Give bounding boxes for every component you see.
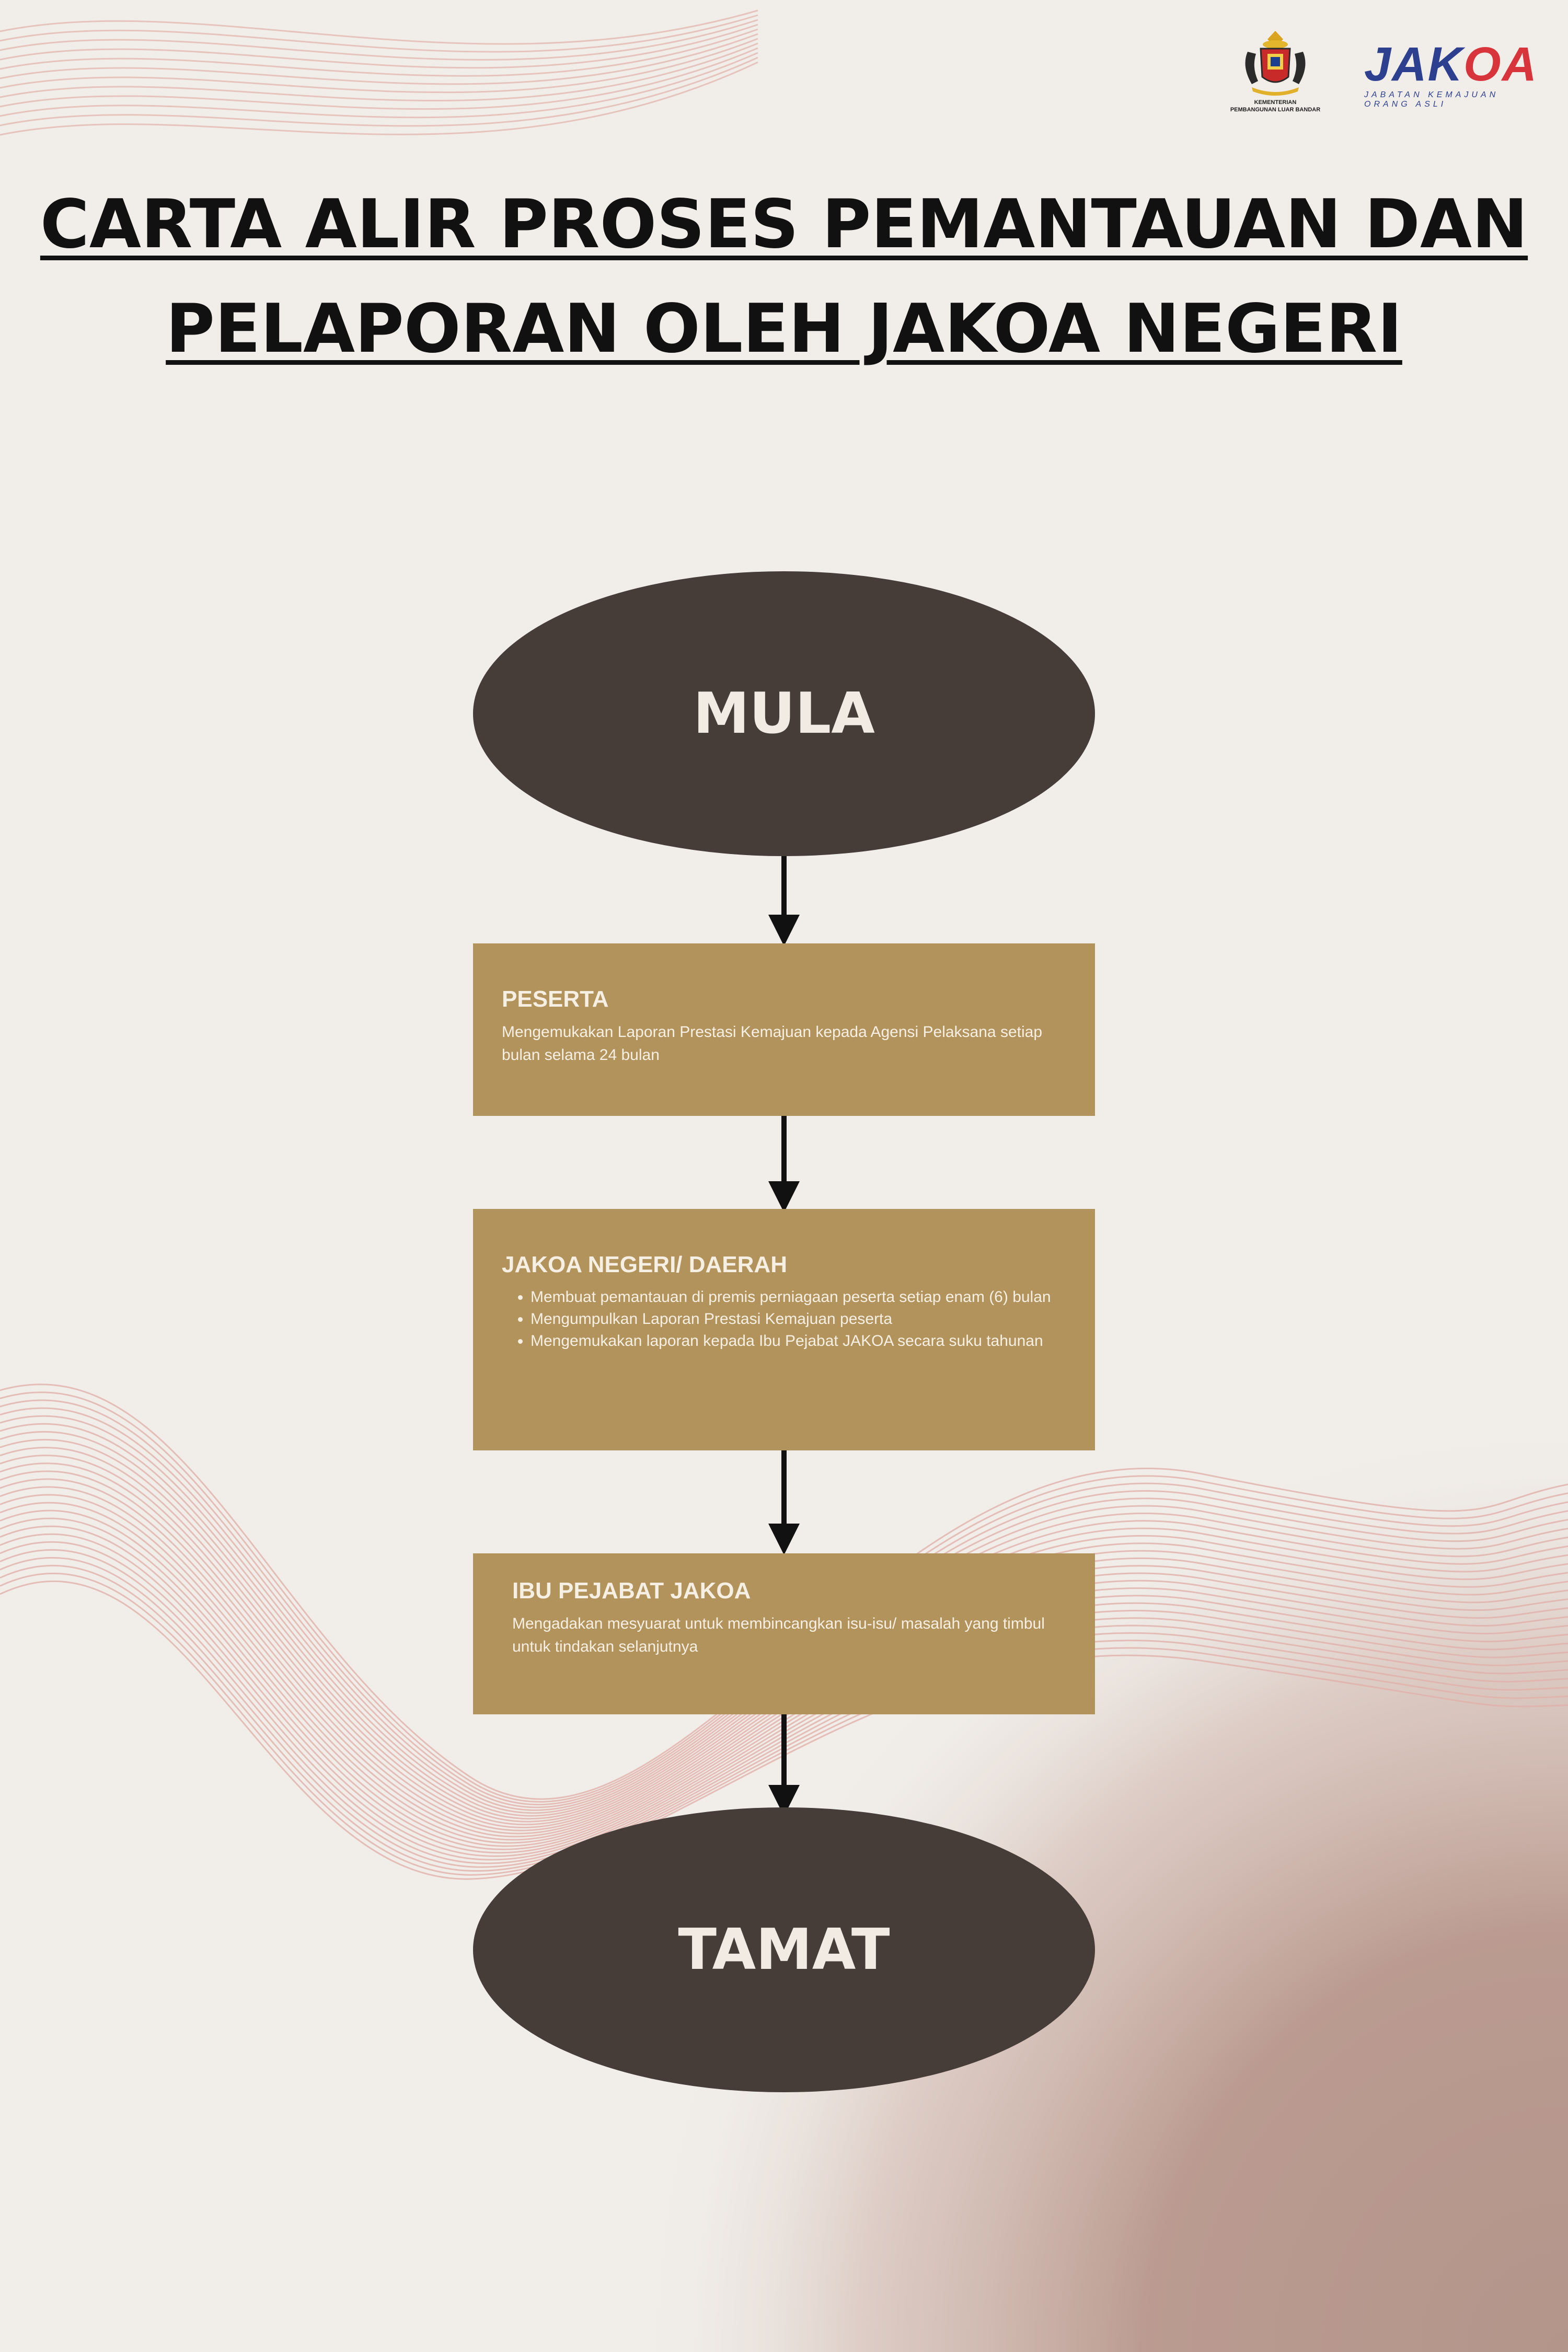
wave-line: [0, 1525, 1568, 1854]
start-label: MULA: [693, 681, 875, 746]
wave-line: [0, 1447, 1568, 1823]
wave-lines-top: [0, 9, 758, 136]
header-logos: KEMENTERIAN PEMBANGUNAN LUAR BANDAR JAKO…: [1228, 29, 1537, 113]
wave-line: [0, 52, 758, 119]
wave-line: [0, 38, 758, 94]
wave-line: [0, 24, 758, 69]
list-item: Mengemukakan laporan kepada Ibu Pejabat …: [531, 1330, 1066, 1352]
wave-line: [0, 1572, 1568, 1876]
list-item: Membuat pemantauan di premis perniagaan …: [531, 1286, 1066, 1308]
wave-line: [0, 1541, 1568, 1861]
step-title: PESERTA: [502, 986, 609, 1012]
wave-line: [0, 1580, 1568, 1880]
title-line-1: CARTA ALIR PROSES PEMANTAUAN DAN: [40, 186, 1528, 263]
wave-line: [0, 42, 758, 102]
process-step-peserta: PESERTA Mengemukakan Laporan Prestasi Ke…: [473, 943, 1095, 1116]
wave-line: [0, 61, 758, 136]
step-description: Mengemukakan Laporan Prestasi Kemajuan k…: [502, 1023, 1043, 1064]
wave-line: [0, 1557, 1568, 1868]
wave-line: [0, 1549, 1568, 1864]
wave-line: [0, 1564, 1568, 1872]
step-bullet-list: Membuat pemantauan di premis perniagaan …: [502, 1286, 1066, 1352]
wave-line: [0, 9, 758, 45]
wave-line: [0, 1462, 1568, 1829]
wave-line: [0, 1486, 1568, 1838]
wave-line: [0, 1517, 1568, 1850]
jakoa-wordmark: JAKOA: [1364, 39, 1538, 89]
wave-line: [0, 14, 758, 53]
process-step-ibu-pejabat: IBU PEJABAT JAKOA Mengadakan mesyuarat u…: [473, 1553, 1095, 1714]
wave-line: [0, 47, 758, 110]
step-title: IBU PEJABAT JAKOA: [512, 1578, 751, 1604]
ministry-caption: KEMENTERIAN PEMBANGUNAN LUAR BANDAR: [1230, 99, 1321, 113]
step-description: Mengadakan mesyuarat untuk membincangkan…: [512, 1615, 1045, 1655]
list-item: Mengumpulkan Laporan Prestasi Kemajuan p…: [531, 1308, 1066, 1330]
jakoa-word-accent: OA: [1463, 38, 1538, 91]
ministry-logo: KEMENTERIAN PEMBANGUNAN LUAR BANDAR: [1228, 29, 1322, 113]
step-title: JAKOA NEGERI/ DAERAH: [502, 1252, 787, 1277]
wave-line: [0, 28, 758, 77]
wave-line: [0, 1502, 1568, 1844]
wave-line: [0, 1509, 1568, 1847]
wave-line: [0, 33, 758, 85]
end-terminal: TAMAT: [473, 1807, 1095, 2092]
wave-line: [0, 1470, 1568, 1831]
process-step-jakoa-negeri: JAKOA NEGERI/ DAERAH Membuat pemantauan …: [473, 1209, 1095, 1450]
jakoa-word-main: JAK: [1364, 38, 1464, 91]
wave-line: [0, 1478, 1568, 1835]
title-line-2: PELAPORAN OLEH JAKOA NEGERI: [166, 290, 1402, 368]
jakoa-logo: JAKOA JABATAN KEMAJUAN ORANG ASLI: [1364, 29, 1537, 109]
coat-of-arms-icon: [1245, 31, 1306, 96]
end-label: TAMAT: [678, 1917, 890, 1982]
wave-line: [0, 1431, 1568, 1817]
page-title: CARTA ALIR PROSES PEMANTAUAN DAN PELAPOR…: [0, 172, 1568, 382]
wave-line: [0, 19, 758, 61]
wave-line: [0, 1439, 1568, 1820]
jakoa-tagline: JABATAN KEMAJUAN ORANG ASLI: [1364, 90, 1499, 109]
wave-line: [0, 56, 758, 127]
start-terminal: MULA: [473, 571, 1095, 856]
wave-line: [0, 1533, 1568, 1857]
wave-line: [0, 1494, 1568, 1841]
wave-line: [0, 1455, 1568, 1826]
